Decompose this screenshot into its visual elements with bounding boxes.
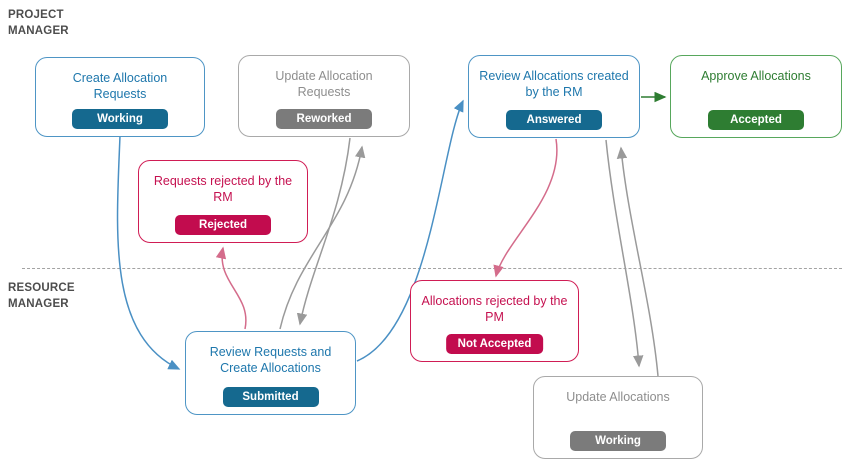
node-update-allocations[interactable]: Update Allocations Working	[533, 376, 703, 459]
edge-review-requests-to-rejected	[215, 246, 247, 330]
node-review-requests-and-create-allocations[interactable]: Review Requests and Create Allocations S…	[185, 331, 356, 415]
edge-review-allocations-to-rejected-pm	[493, 138, 558, 278]
edge-review-requests-to-update-requests	[279, 145, 366, 330]
node-title: Allocations rejected by the PM	[421, 294, 568, 325]
lane-label-resource-manager: RESOURCE MANAGER	[8, 282, 75, 310]
status-badge-answered: Answered	[506, 110, 602, 130]
node-title: Update Allocations	[566, 390, 670, 404]
status-badge-rejected: Rejected	[175, 215, 271, 235]
node-title: Review Requests and Create Allocations	[209, 345, 332, 376]
node-title: Review Allocations created by the RM	[479, 69, 629, 100]
node-review-allocations-created-by-the-rm[interactable]: Review Allocations created by the RM Ans…	[468, 55, 640, 138]
node-approve-allocations[interactable]: Approve Allocations Accepted	[670, 55, 842, 138]
status-badge-submitted: Submitted	[222, 387, 319, 407]
edge-update-requests-to-review-requests	[296, 137, 351, 326]
lane-divider	[22, 268, 842, 269]
status-badge-accepted: Accepted	[708, 110, 804, 130]
status-badge-working: Working	[72, 109, 168, 129]
node-title: Approve Allocations	[701, 69, 811, 83]
lane-label-project-manager: PROJECT MANAGER	[8, 9, 69, 37]
node-create-allocation-requests[interactable]: Create Allocation Requests Working	[35, 57, 205, 137]
edge-create-to-review-requests	[116, 135, 181, 370]
status-badge-not-accepted: Not Accepted	[445, 334, 544, 354]
node-title: Requests rejected by the RM	[153, 174, 293, 205]
status-badge-working-rm: Working	[570, 431, 666, 451]
node-allocations-rejected-by-the-pm[interactable]: Allocations rejected by the PM Not Accep…	[410, 280, 579, 362]
edge-review-allocations-to-update-allocations	[605, 139, 644, 368]
edge-update-allocations-to-review-allocations	[616, 146, 659, 377]
node-requests-rejected-by-the-rm[interactable]: Requests rejected by the RM Rejected	[138, 160, 308, 243]
node-title: Create Allocation Requests	[72, 71, 168, 102]
node-title: Update Allocation Requests	[275, 69, 373, 100]
edge-review-requests-to-review-allocations	[356, 99, 464, 362]
status-badge-reworked: Reworked	[276, 109, 372, 129]
node-update-allocation-requests[interactable]: Update Allocation Requests Reworked	[238, 55, 410, 137]
